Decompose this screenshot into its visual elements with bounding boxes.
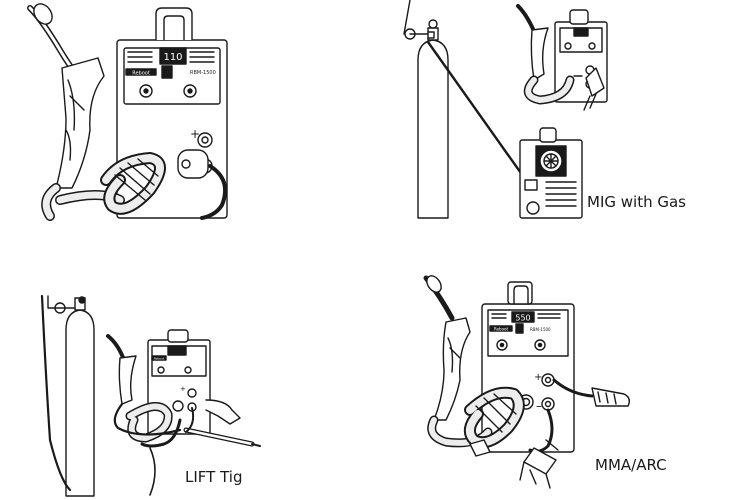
brand-label-tig: Reboot (154, 356, 165, 360)
ground-clamp-icon (205, 399, 241, 425)
mig-torch-small (516, 4, 605, 111)
welder-machine: 110 Reboot RBM-1500 + – (116, 7, 228, 219)
tig-torch-setup (106, 334, 261, 496)
panel-mig-no-gas: 110 Reboot RBM-1500 + – (27, 3, 228, 221)
ground-cable (200, 164, 227, 220)
caption-mma-arc: MMA/ARC (595, 456, 667, 474)
caption-lift-tig: LIFT Tig (185, 468, 243, 486)
panel-lift-tig: Reboot + (40, 294, 261, 497)
gas-cylinder-tig (40, 294, 95, 497)
gas-cylinder (403, 0, 449, 219)
display-readout: 110 (163, 52, 182, 63)
display-readout-mma: 550 (515, 314, 530, 323)
panel-mig-gas (403, 0, 608, 219)
mig-torch (27, 3, 166, 221)
svg-text:–: – (536, 399, 542, 413)
svg-text:+: + (534, 372, 542, 383)
mig-torch-mma (423, 275, 525, 449)
model-label-mma: RBM-1500 (530, 327, 551, 332)
voltage-knob (139, 84, 153, 98)
ground-clamp-icon (585, 67, 605, 97)
brand-label-mma: Reboot (494, 326, 508, 331)
electrode-holder-icon (591, 387, 631, 407)
welder-machine-rear (519, 127, 583, 219)
welder-machine-tig: Reboot + (147, 329, 211, 435)
caption-mig-gas: MIG with Gas (587, 193, 686, 211)
panel-mma-arc: 550 Reboot RBM-1500 + – (423, 275, 631, 489)
model-label: RBM-1500 (190, 70, 216, 76)
positive-terminal (197, 132, 213, 148)
wire-speed-knob (183, 84, 197, 98)
ground-clamp-mma (519, 408, 559, 489)
electrode-holder (552, 378, 631, 407)
svg-text:+: + (190, 127, 200, 141)
brand-label: Reboot (132, 71, 150, 77)
svg-text:+: + (180, 385, 186, 393)
